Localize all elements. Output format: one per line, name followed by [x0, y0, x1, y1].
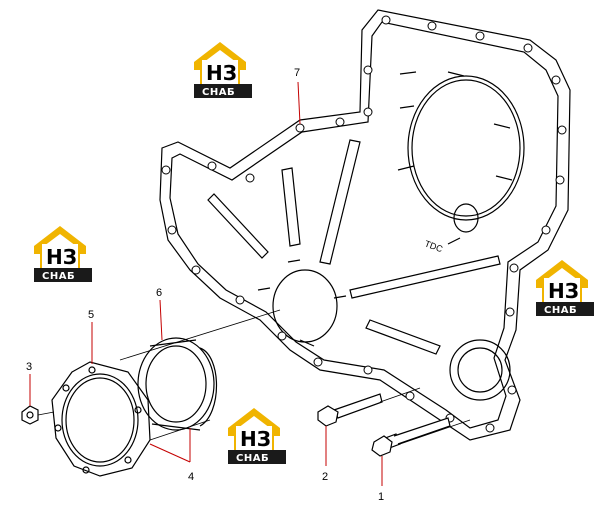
- callout-7: 7: [294, 67, 300, 79]
- callout-4: 4: [188, 471, 194, 483]
- watermark-logo-right: НЗ СНАБ: [536, 260, 594, 316]
- callout-3: 3: [26, 361, 32, 373]
- watermark-logo-left: НЗ СНАБ: [34, 226, 92, 282]
- front-cover-plate: [159, 9, 571, 441]
- svg-text:НЗ: НЗ: [206, 61, 237, 85]
- leader-lines: [29, 81, 383, 486]
- seal-carrier: [51, 361, 151, 477]
- callout-1: 1: [378, 491, 384, 503]
- watermark-logo-bottom: НЗ СНАБ: [228, 408, 286, 464]
- nut-3: [21, 405, 39, 425]
- callout-6: 6: [156, 287, 162, 299]
- svg-text:СНАБ: СНАБ: [202, 87, 235, 98]
- tdc-mark: TDC: [423, 238, 444, 254]
- assembly-lines: [37, 309, 471, 445]
- watermark-logo-top: НЗ СНАБ: [194, 42, 252, 98]
- svg-text:СНАБ: СНАБ: [236, 453, 269, 464]
- oil-seal: [137, 337, 217, 431]
- svg-text:НЗ: НЗ: [46, 245, 77, 269]
- svg-text:СНАБ: СНАБ: [544, 305, 577, 316]
- svg-text:НЗ: НЗ: [548, 279, 579, 303]
- bolt-1: [371, 417, 451, 457]
- svg-text:СНАБ: СНАБ: [42, 271, 75, 282]
- bolt-2: [317, 393, 383, 427]
- svg-text:НЗ: НЗ: [240, 427, 271, 451]
- callout-5: 5: [88, 309, 94, 321]
- gasket-bolt-holes: [161, 15, 567, 433]
- callout-2: 2: [322, 471, 328, 483]
